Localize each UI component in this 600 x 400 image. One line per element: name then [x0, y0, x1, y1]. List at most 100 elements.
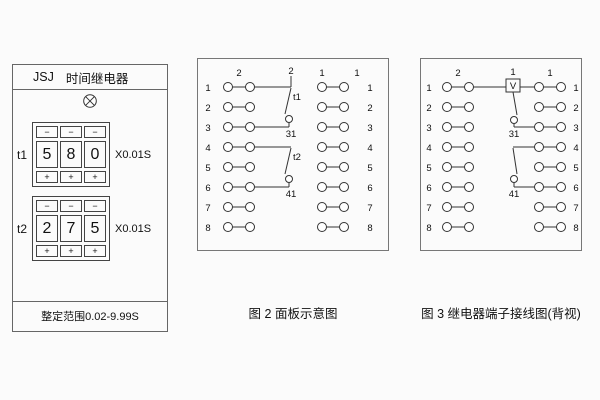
row-number: 5 [573, 163, 578, 174]
contact-point [510, 116, 518, 124]
terminal-pair [442, 142, 474, 152]
terminal-pair [317, 202, 349, 212]
minus-button: − [60, 200, 82, 212]
contact-terminal-number: 31 [509, 129, 520, 140]
minus-button: − [84, 200, 106, 212]
plus-button: + [36, 245, 58, 257]
fig2-contact-t1: t1 31 [255, 76, 301, 140]
contact-blade [512, 147, 518, 175]
plus-button: + [84, 171, 106, 183]
plus-button: + [60, 245, 82, 257]
terminal-pair [442, 182, 474, 192]
contact-point [285, 115, 293, 123]
minus-button: − [60, 126, 82, 138]
thumbwheel-digit-column: − 8 + [60, 126, 82, 183]
row-number: 3 [573, 123, 578, 134]
figure3-caption: 图 3 继电器端子接线图(背视) [421, 307, 581, 321]
fig3-terminal-diagram: 2 1 1 V 1 1 2 2 3 3 4 4 5 5 6 6 7 [426, 67, 578, 234]
unit-label: X0.01S [115, 148, 152, 161]
terminal-pair [442, 122, 474, 132]
terminal-pair [534, 102, 566, 112]
contact-terminal-number: 31 [286, 129, 297, 140]
terminal-pair [223, 202, 255, 212]
terminal-pair [223, 142, 255, 152]
fig2-terminal-diagram: 2 2 1 1 1 1 2 2 3 3 4 4 5 5 6 6 7 7 8 [205, 66, 372, 234]
terminal-pair [534, 202, 566, 212]
timer-t1-label: t1 [17, 147, 28, 162]
row-number: 3 [367, 123, 372, 134]
row-number: 1 [573, 83, 578, 94]
terminal-pair [317, 222, 349, 232]
row-number: 3 [426, 123, 431, 134]
fig3-contact-41: 41 [509, 146, 535, 200]
terminal-pair [223, 82, 255, 92]
row-number: 4 [205, 143, 210, 154]
row-number: 2 [573, 103, 578, 114]
relay-front-panel: JSJ 时间继电器 t1 − 5 + − 8 + − 0 + [12, 64, 168, 332]
terminal-pair [442, 202, 474, 212]
terminal-column-number: 1 [319, 68, 324, 79]
contact-point [510, 175, 518, 183]
digit-display: 2 [36, 215, 58, 242]
row-number: 5 [205, 163, 210, 174]
terminal-pair [317, 182, 349, 192]
thumbwheel-digit-column: − 5 + [36, 126, 58, 183]
contact-name: t2 [293, 152, 301, 163]
row-number: 1 [367, 83, 372, 94]
row-number: 7 [205, 203, 210, 214]
terminal-pair [223, 122, 255, 132]
terminal-pair [534, 142, 566, 152]
minus-button: − [36, 200, 58, 212]
terminal-pair [317, 82, 349, 92]
row-number: 3 [205, 123, 210, 134]
row-number: 2 [205, 103, 210, 114]
row-number: 6 [426, 183, 431, 194]
row-number: 1 [205, 83, 210, 94]
contact-point [285, 175, 293, 183]
figure2-panel-schematic: 2 2 1 1 1 1 2 2 3 3 4 4 5 5 6 6 7 7 8 [197, 58, 389, 251]
thumbwheel-block-t2: − 2 + − 7 + − 5 + [32, 196, 110, 261]
timer-t1-group: t1 − 5 + − 8 + − 0 + X0.01S [17, 122, 151, 187]
row-number: 4 [426, 143, 431, 154]
thumbwheel-digit-column: − 5 + [84, 200, 106, 257]
digit-display: 5 [36, 141, 58, 168]
terminal-column-number: 2 [288, 66, 293, 77]
indicator-lamp-icon [13, 93, 167, 109]
contact-name: t1 [293, 92, 301, 103]
minus-button: − [84, 126, 106, 138]
terminal-column-number: 1 [354, 68, 359, 79]
row-number: 8 [573, 223, 578, 234]
terminal-pair [442, 162, 474, 172]
timer-t2-label: t2 [17, 221, 28, 236]
row-number: 6 [573, 183, 578, 194]
plus-button: + [60, 171, 82, 183]
thumbwheel-block-t1: − 5 + − 8 + − 0 + [32, 122, 110, 187]
terminal-pair [223, 222, 255, 232]
device-type-label: 时间继电器 [65, 71, 129, 86]
row-number: 2 [367, 103, 372, 114]
coil-symbol: V [510, 81, 517, 92]
row-number: 4 [367, 143, 372, 154]
terminal-pair [223, 102, 255, 112]
fig2-contact-t2: t2 41 [255, 146, 301, 200]
row-number: 7 [367, 203, 372, 214]
row-number: 1 [426, 83, 431, 94]
row-number: 5 [367, 163, 372, 174]
digit-display: 7 [60, 215, 82, 242]
brand-label: JSJ [33, 70, 54, 84]
contact-terminal-number: 41 [286, 189, 297, 200]
terminal-pair [534, 82, 566, 92]
digit-display: 8 [60, 141, 82, 168]
digit-display: 5 [84, 215, 106, 242]
contact-terminal-number: 41 [509, 189, 520, 200]
panel-title: JSJ 时间继电器 [13, 65, 167, 90]
terminal-column-number: 1 [547, 68, 552, 79]
row-number: 4 [573, 143, 578, 154]
terminal-pair [534, 222, 566, 232]
contact-blade [512, 91, 518, 116]
fig3-coil: V [473, 78, 535, 93]
thumbwheel-digit-column: − 0 + [84, 126, 106, 183]
circled-x-lamp-icon [83, 94, 97, 108]
row-number: 6 [367, 183, 372, 194]
terminal-column-number: 2 [455, 68, 460, 79]
